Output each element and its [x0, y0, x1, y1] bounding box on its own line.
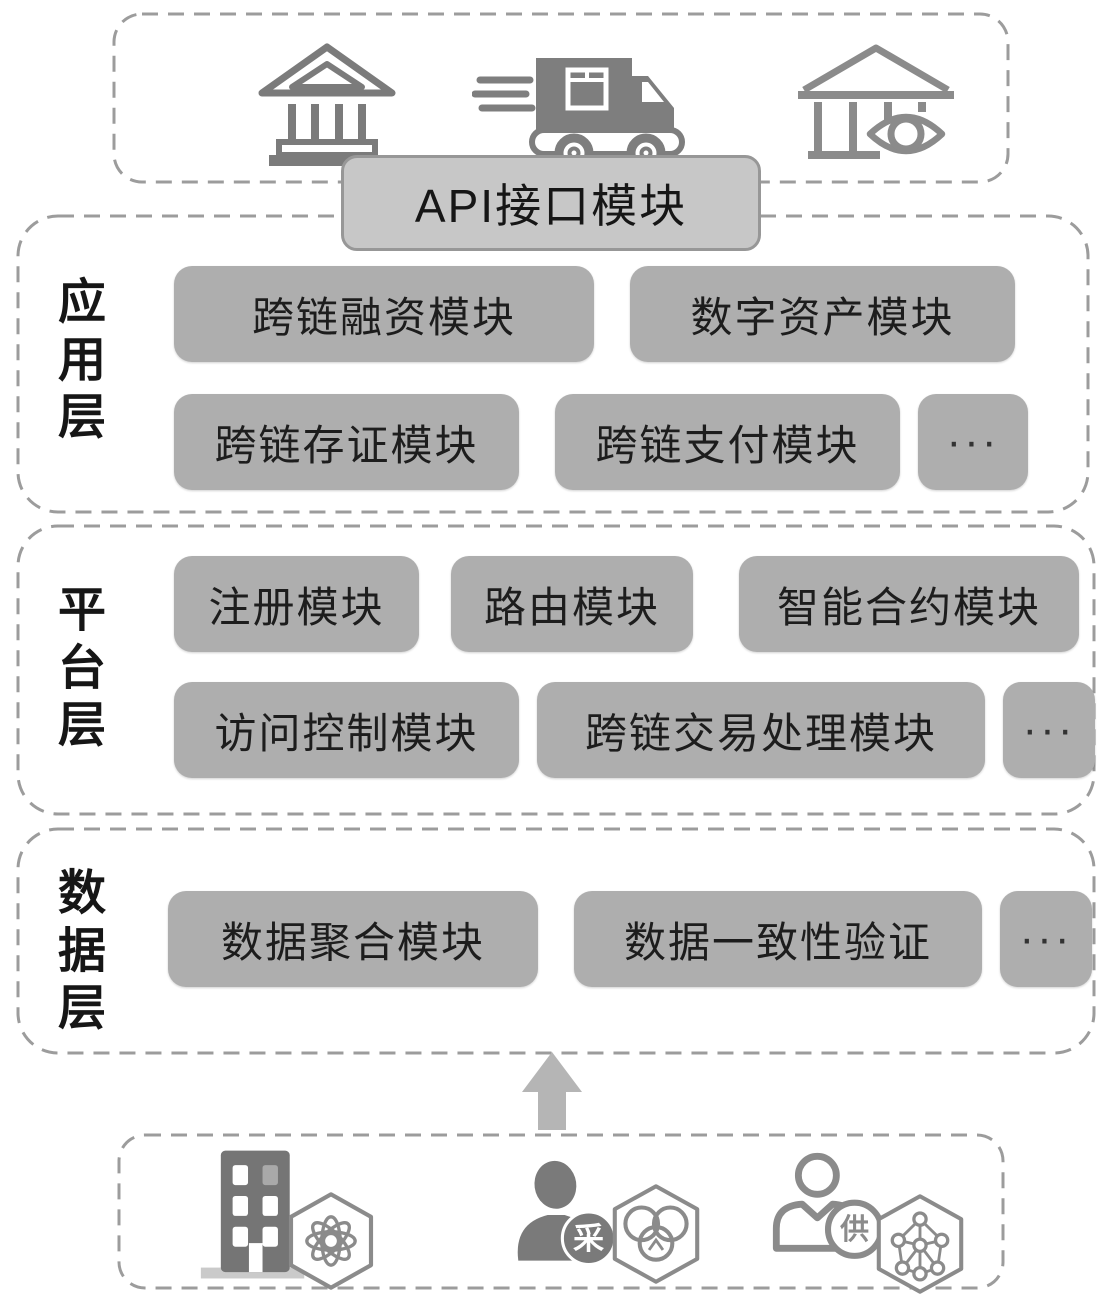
- platform-row-2: 访问控制模块 跨链交易处理模块 ···: [174, 682, 1095, 778]
- bank-eye-icon: [798, 44, 954, 159]
- module-digital-asset: 数字资产模块: [630, 266, 1015, 362]
- data-layer-label: 数据层: [57, 867, 106, 1036]
- module-smart-contract: 智能合约模块: [739, 556, 1079, 652]
- platform-row-1: 注册模块 路由模块 智能合约模块: [174, 556, 1079, 652]
- module-cross-chain-payment: 跨链支付模块: [555, 394, 900, 490]
- procure-badge-label: 采: [573, 1221, 604, 1256]
- person-silhouette-icon: 采: [517, 1160, 617, 1267]
- network-hexagon-icon: [876, 1194, 964, 1294]
- platform-layer-panel: 平台层 注册模块 路由模块 智能合约模块 访问控制模块 跨链交易处理模块 ···: [16, 524, 1096, 816]
- platform-layer-label: 平台层: [57, 584, 106, 753]
- data-layer-panel: 数据层 数据聚合模块 数据一致性验证 ···: [16, 827, 1096, 1055]
- building-icon: [200, 1150, 305, 1279]
- rings-hexagon-icon: [612, 1184, 700, 1284]
- data-row-1: 数据聚合模块 数据一致性验证 ···: [168, 891, 1092, 987]
- top-actors-panel: [112, 12, 1010, 184]
- atom-hexagon-icon: [288, 1192, 374, 1290]
- module-data-more: ···: [1000, 891, 1092, 987]
- module-cross-chain-evidence: 跨链存证模块: [174, 394, 519, 490]
- module-data-consistency: 数据一致性验证: [574, 891, 982, 987]
- api-module-label: API接口模块: [414, 180, 688, 232]
- module-cross-chain-financing: 跨链融资模块: [174, 266, 594, 362]
- application-layer-panel: 应用层 跨链融资模块 数字资产模块 跨链存证模块 跨链支付模块 ···: [16, 214, 1090, 514]
- person-outline-icon: 供: [772, 1152, 885, 1259]
- module-data-aggregation: 数据聚合模块: [168, 891, 538, 987]
- delivery-truck-icon: [472, 58, 685, 173]
- api-module-box: API接口模块: [341, 155, 761, 251]
- module-routing: 路由模块: [451, 556, 693, 652]
- module-application-more: ···: [918, 394, 1028, 490]
- application-row-2: 跨链存证模块 跨链支付模块 ···: [174, 394, 1028, 490]
- module-cross-chain-tx-processing: 跨链交易处理模块: [537, 682, 985, 778]
- module-access-control: 访问控制模块: [174, 682, 519, 778]
- source-actors-panel: 采 供: [117, 1133, 1005, 1294]
- application-layer-label: 应用层: [57, 276, 106, 445]
- module-registration: 注册模块: [174, 556, 419, 652]
- module-platform-more: ···: [1003, 682, 1095, 778]
- bank-icon: [258, 43, 396, 166]
- application-row-1: 跨链融资模块 数字资产模块: [174, 266, 1015, 362]
- supply-badge-label: 供: [839, 1214, 869, 1246]
- up-arrow-icon: [522, 1052, 582, 1130]
